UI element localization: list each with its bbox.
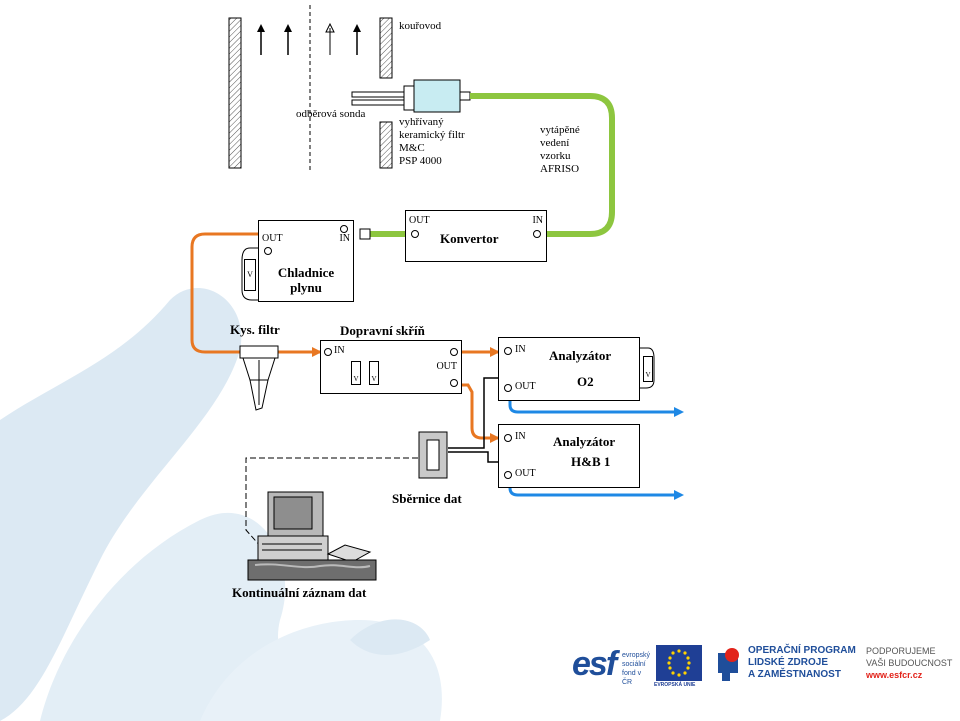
converter-box: OUT IN Konvertor [405, 210, 547, 262]
o2-out-label: OUT [515, 381, 536, 392]
heated-line-label: vytápěné vedení vzorku AFRISO [540, 124, 580, 175]
pump-out-port-2 [450, 379, 458, 387]
converter-in-port [533, 230, 541, 238]
analyzer-o2-box: IN OUT Analyzátor O2 [498, 337, 640, 401]
cooler-out-label: OUT [262, 233, 283, 244]
o2-in-label: IN [515, 344, 526, 355]
esf-url: www.esfcr.cz [866, 670, 923, 680]
support-text: PODPORUJEME VAŠI BUDOUCNOST www.esfcr.cz [866, 646, 953, 680]
data-bus-label: Sběrnice dat [392, 491, 462, 506]
heated-sample-line [470, 93, 615, 237]
gas-cooler-box: OUT IN Chladnice plynu [258, 220, 354, 302]
bus-wire-hb [448, 451, 498, 463]
exhaust-line-o2 [508, 398, 678, 414]
converter-title: Konvertor [440, 231, 499, 246]
eu-flag-icon [656, 645, 702, 681]
filter-label: vyhřívaný keramický filtr M&C PSP 4000 [399, 116, 465, 167]
esf-mark: esf [572, 645, 617, 683]
cooler-in-port [340, 225, 348, 233]
program-text: OPERAČNÍ PROGRAM LIDSKÉ ZDROJE A ZAMĚSTN… [748, 645, 856, 680]
exhaust-line-hb [508, 482, 678, 497]
cooler-valve: V [244, 259, 256, 291]
converter-in-label: IN [532, 215, 543, 226]
converter-out-port [411, 230, 419, 238]
o2-side-loop [638, 347, 655, 389]
hb-in-label: IN [515, 431, 526, 442]
flow-arrows [257, 22, 361, 55]
pump-title: Dopravní skříň [340, 323, 425, 338]
esf-logo: esf evropský sociální fond v ČR [572, 645, 652, 687]
hb-in-port [504, 434, 512, 442]
pump-box: IN OUT V V [320, 340, 462, 394]
data-link-dashed [245, 457, 418, 549]
bg-shape-left [0, 288, 242, 721]
pump-out-label: OUT [436, 361, 457, 372]
hb-out-port [504, 471, 512, 479]
hb-title-1: Analyzátor [553, 434, 616, 449]
footer-logos: esf evropský sociální fond v ČR EVROPSKÁ… [572, 645, 956, 695]
pump-valve-2: V [369, 361, 379, 385]
bus-wire-o2 [448, 377, 498, 449]
eu-label: EVROPSKÁ UNIE [654, 682, 696, 688]
bg-shape-small [350, 619, 430, 655]
cooler-out-port [264, 247, 272, 255]
recording-label: Kontinuální záznam dat [232, 585, 367, 600]
o2-out-port [504, 384, 512, 392]
sampling-probe [351, 85, 415, 111]
hb-out-label: OUT [515, 468, 536, 479]
pump-valve-1: V [351, 361, 361, 385]
acid-filter-label: Kys. filtr [230, 322, 280, 337]
sample-line-pump-hb [460, 383, 498, 440]
probe-label: odběrová sonda [296, 108, 366, 120]
duct-label: kouřovod [399, 20, 442, 32]
o2-title-1: Analyzátor [549, 348, 612, 363]
cooler-in-label: IN [339, 233, 350, 244]
esf-text: evropský sociální fond v ČR [622, 652, 651, 686]
cooler-title: Chladnice plynu [277, 265, 335, 295]
heated-filter [413, 79, 471, 113]
connector [359, 228, 371, 240]
acid-filter-device [239, 345, 279, 411]
pump-in-label: IN [334, 345, 345, 356]
hb-title-2: H&B 1 [571, 454, 611, 469]
flue-duct [228, 5, 393, 170]
cooler-drain-loop [241, 247, 258, 301]
o2-in-port [504, 347, 512, 355]
o2-title-2: O2 [577, 374, 594, 389]
converter-out-label: OUT [409, 215, 430, 226]
computer-icon [247, 491, 377, 581]
op-lzz-icon [718, 647, 744, 681]
o2-valve: V [643, 356, 653, 382]
pump-in-port [324, 348, 332, 356]
pump-out-port-1 [450, 348, 458, 356]
analyzer-hb-box: IN OUT Analyzátor H&B 1 [498, 424, 640, 488]
data-bus-device [418, 431, 448, 479]
sample-line-cooler-filter [190, 232, 258, 354]
